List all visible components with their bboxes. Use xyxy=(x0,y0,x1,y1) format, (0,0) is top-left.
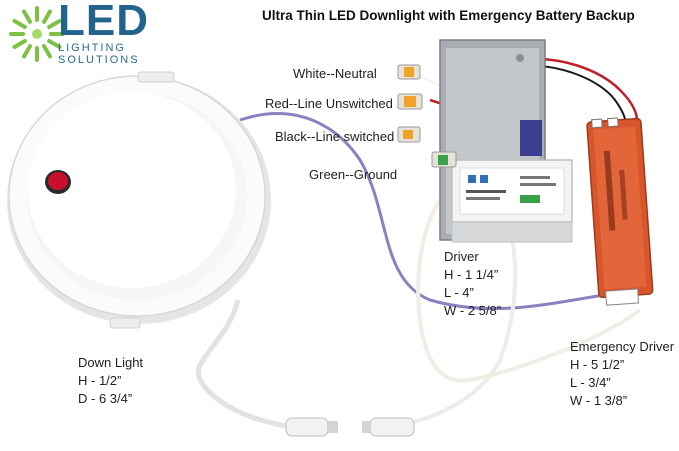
driver-name: Driver xyxy=(444,249,479,264)
wire-connector-white xyxy=(397,64,421,80)
label-green-wire: Green--Ground xyxy=(309,167,398,182)
emergency-cable-lower xyxy=(416,198,642,383)
emergency-driver-unit xyxy=(586,117,654,306)
emergency-driver-length: L - 3/4” xyxy=(570,375,611,390)
wire-connector-red xyxy=(397,93,423,110)
driver-output-cable xyxy=(399,229,518,427)
logo-line-1: LIGHTING xyxy=(58,42,126,54)
emergency-driver-width: W - 1 3/8” xyxy=(570,393,628,408)
down-light-diameter: D - 6 3/4” xyxy=(78,391,133,406)
down-light-name: Down Light xyxy=(78,355,144,370)
light-cable xyxy=(196,299,301,431)
driver-height: H - 1 1/4” xyxy=(444,267,499,282)
indicator-button-icon xyxy=(45,170,71,194)
emergency-driver-name: Emergency Driver xyxy=(570,339,675,354)
driver-width: W - 2 5/8” xyxy=(444,303,502,318)
label-red-wire: Red--Line Unswitched xyxy=(265,96,393,111)
down-light-height: H - 1/2” xyxy=(78,373,122,388)
down-light-fixture xyxy=(7,71,271,329)
logo-line-2: SOLUTIONS xyxy=(58,54,140,66)
down-light-specs: Down Light H - 1/2” D - 6 3/4” xyxy=(78,354,143,408)
label-white-wire: White--Neutral xyxy=(293,66,377,81)
driver-length: L - 4” xyxy=(444,285,474,300)
driver-specs: Driver H - 1 1/4” L - 4” W - 2 5/8” xyxy=(444,248,501,320)
label-black-wire: Black--Line switched xyxy=(275,129,395,144)
connector-plug-right xyxy=(362,417,415,437)
diagram-title: Ultra Thin LED Downlight with Emergency … xyxy=(262,8,635,23)
emergency-driver-height: H - 5 1/2” xyxy=(570,357,625,372)
wire-connector-green xyxy=(431,151,457,168)
logo-brand: LED xyxy=(58,0,149,45)
purple-wire xyxy=(239,112,626,311)
emergency-driver-specs: Emergency Driver H - 5 1/2” L - 3/4” W -… xyxy=(570,338,674,410)
connector-plug-left xyxy=(285,417,338,437)
wire-connector-black xyxy=(397,126,421,143)
driver-module xyxy=(451,159,573,243)
logo-wordmark: LED LIGHTING SOLUTIONS xyxy=(58,0,149,66)
logo-burst-icon xyxy=(9,6,65,62)
